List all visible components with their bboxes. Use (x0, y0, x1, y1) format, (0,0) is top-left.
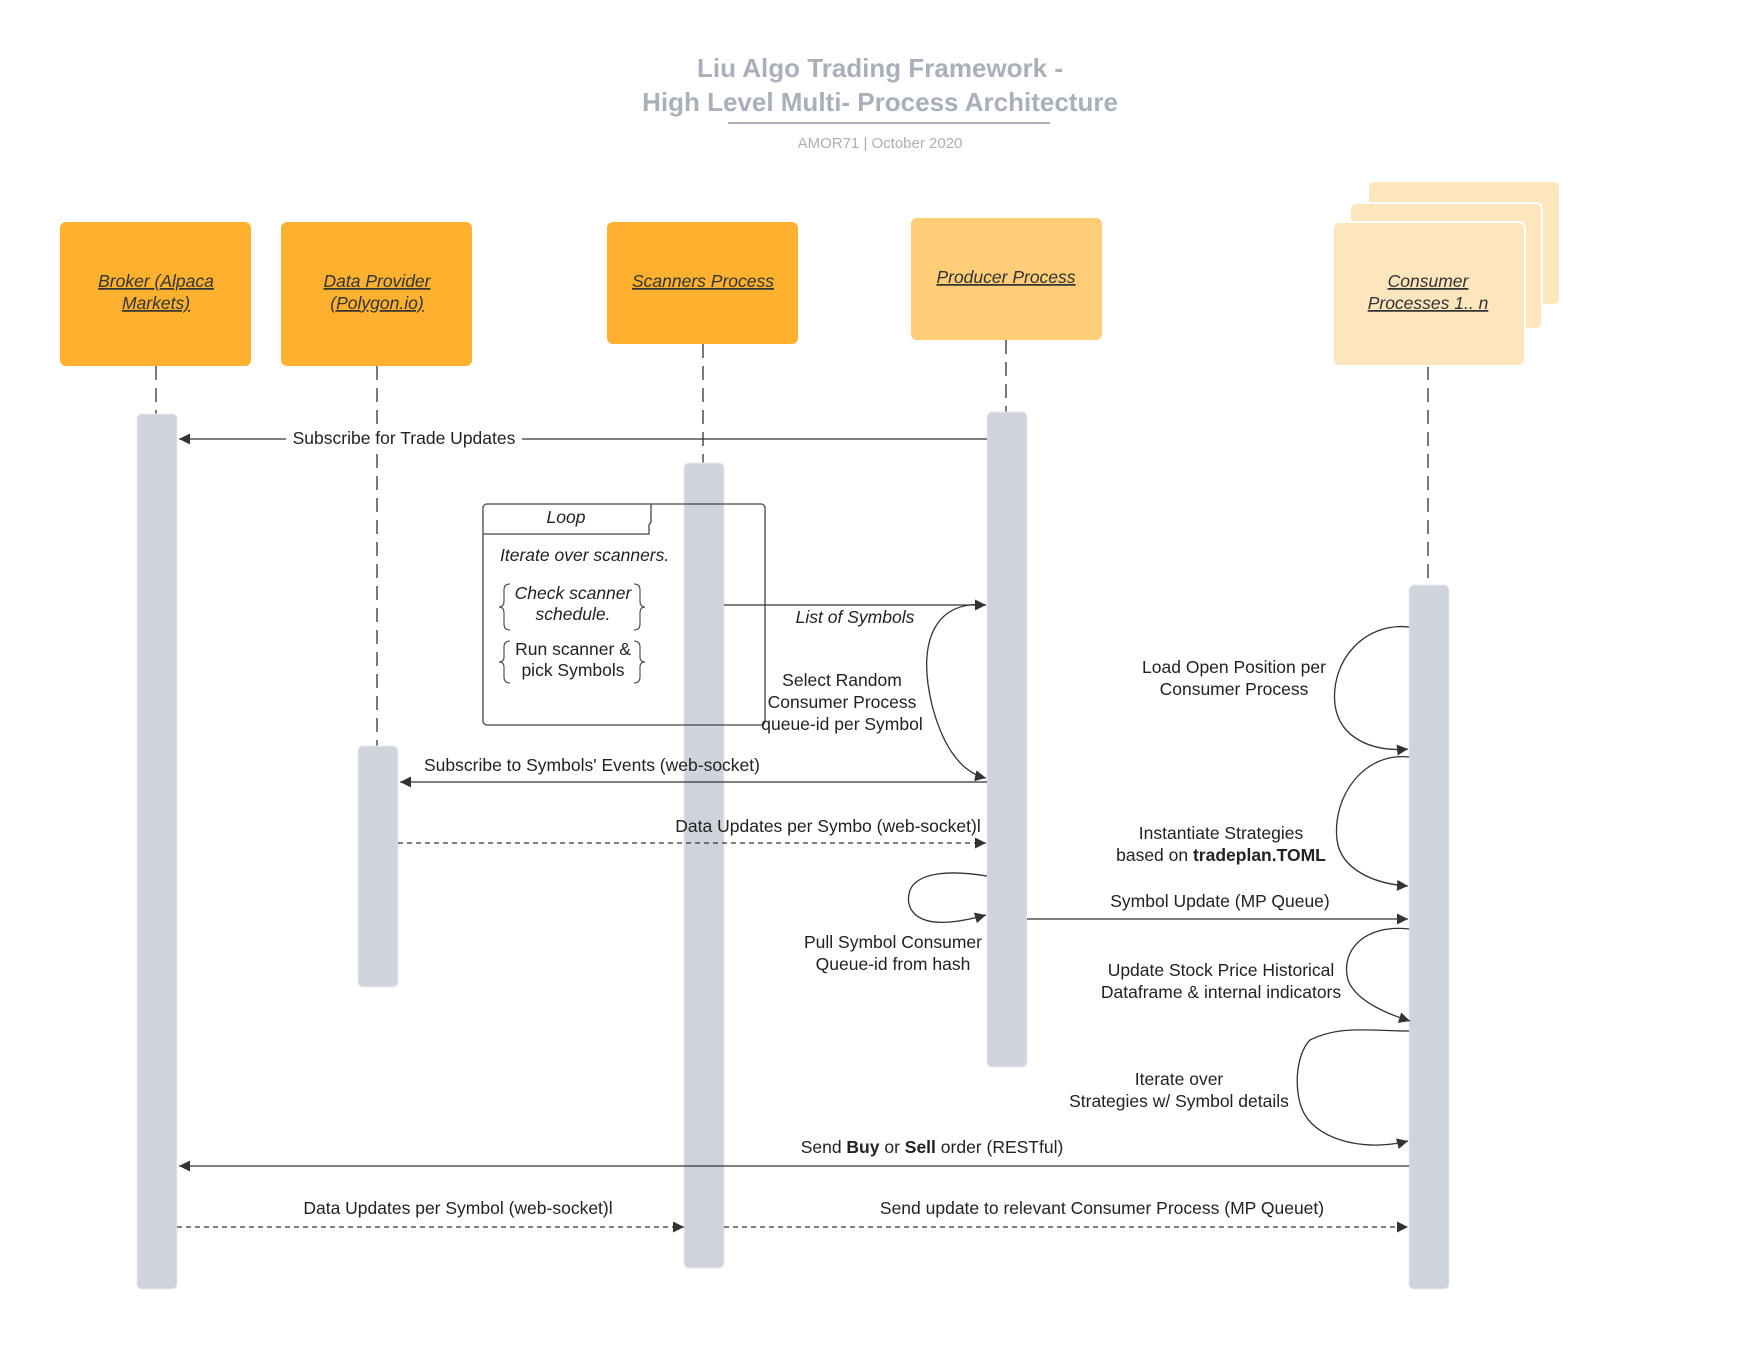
select-random-line1: Select Random (782, 670, 902, 690)
actor-producer: Producer Process (911, 218, 1102, 340)
message-iterate-strategies: Iterate over Strategies w/ Symbol detail… (1069, 1029, 1410, 1150)
subscribe-trade-updates-label: Subscribe for Trade Updates (293, 428, 516, 448)
brace-right-icon (633, 583, 646, 631)
brace-left-icon (498, 640, 511, 684)
loop-step2-line1: Run scanner & (515, 639, 631, 659)
loop-frame: Loop Iterate over scanners. Check scanne… (482, 503, 766, 726)
loop-step1-line2: schedule. (536, 604, 611, 624)
broker-activation-bar (136, 413, 178, 1290)
message-select-random-consumer: Select Random Consumer Process queue-id … (761, 603, 987, 782)
message-pull-symbol-queue-id: Pull Symbol Consumer Queue-id from hash (804, 872, 988, 974)
actor-producer-label: Producer Process (936, 267, 1075, 287)
diagram-title-line2: High Level Multi- Process Architecture (642, 87, 1118, 117)
send-order-label: Send Buy or Sell order (RESTful) (801, 1137, 1064, 1157)
brace-right-icon (633, 640, 646, 684)
send-update-consumer-label: Send update to relevant Consumer Process… (880, 1198, 1324, 1218)
instantiate-strategies-line2: based on tradeplan.TOML (1116, 845, 1326, 865)
message-send-update-consumer: Send update to relevant Consumer Process… (724, 1198, 1408, 1233)
diagram-title-line1: Liu Algo Trading Framework - (697, 53, 1063, 83)
actor-data-provider-label-line2: (Polygon.io) (330, 293, 423, 313)
pull-symbol-line1: Pull Symbol Consumer (804, 932, 982, 952)
iterate-strategies-line2: Strategies w/ Symbol details (1069, 1091, 1289, 1111)
actor-consumer-label-line1: Consumer (1388, 271, 1470, 291)
loop-description: Iterate over scanners. (500, 545, 669, 565)
message-send-order: Send Buy or Sell order (RESTful) (179, 1137, 1409, 1172)
actor-broker: Broker (Alpaca Markets) (60, 222, 251, 366)
subscribe-symbol-events-label: Subscribe to Symbols' Events (web-socket… (424, 755, 760, 775)
loop-label: Loop (547, 507, 586, 527)
data-provider-activation-bar (357, 745, 399, 988)
load-open-position-line1: Load Open Position per (1142, 657, 1326, 677)
update-stock-price-line2: Dataframe & internal indicators (1101, 982, 1341, 1002)
brace-left-icon (498, 583, 511, 631)
actor-scanners: Scanners Process (607, 222, 798, 344)
message-update-stock-price: Update Stock Price Historical Dataframe … (1101, 927, 1411, 1023)
actor-data-provider: Data Provider (Polygon.io) (281, 222, 472, 366)
message-load-open-position: Load Open Position per Consumer Process (1142, 625, 1410, 756)
activation-bars (136, 411, 1450, 1290)
actor-scanners-label: Scanners Process (632, 271, 774, 291)
actor-broker-label-line1: Broker (Alpaca (98, 271, 214, 291)
update-stock-price-line1: Update Stock Price Historical (1108, 960, 1335, 980)
data-updates-scanners-label: Data Updates per Symbol (web-socket)l (303, 1198, 612, 1218)
data-updates-producer-label: Data Updates per Symbo (web-socket)l (675, 816, 980, 836)
scanners-activation-bar (683, 462, 725, 1269)
message-subscribe-symbol-events: Subscribe to Symbols' Events (web-socket… (400, 755, 987, 788)
instantiate-strategies-line1: Instantiate Strategies (1139, 823, 1304, 843)
actor-consumer: Consumer Processes 1.. n (1332, 180, 1561, 367)
lifelines (155, 340, 1429, 746)
message-data-updates-scanners: Data Updates per Symbol (web-socket)l (177, 1198, 684, 1233)
loop-step1-line1: Check scanner (515, 583, 633, 603)
actor-consumer-label-line2: Processes 1.. n (1368, 293, 1489, 313)
consumer-activation-bar (1408, 584, 1450, 1290)
diagram-subtitle: AMOR71 | October 2020 (798, 135, 963, 152)
iterate-strategies-line1: Iterate over (1135, 1069, 1224, 1089)
actor-data-provider-label-line1: Data Provider (324, 271, 432, 291)
loop-step2-line2: pick Symbols (521, 660, 624, 680)
message-subscribe-trade-updates: Subscribe for Trade Updates (179, 427, 987, 449)
pull-symbol-line2: Queue-id from hash (816, 954, 971, 974)
list-of-symbols-label: List of Symbols (796, 607, 915, 627)
load-open-position-line2: Consumer Process (1160, 679, 1309, 699)
select-random-line3: queue-id per Symbol (761, 714, 922, 734)
actor-broker-label-line2: Markets) (122, 293, 190, 313)
message-list-of-symbols: List of Symbols (724, 599, 986, 627)
select-random-line2: Consumer Process (768, 692, 917, 712)
producer-activation-bar (986, 411, 1028, 1068)
message-instantiate-strategies: Instantiate Strategies based on tradepla… (1116, 756, 1410, 891)
symbol-update-label: Symbol Update (MP Queue) (1110, 891, 1330, 911)
message-symbol-update: Symbol Update (MP Queue) (1027, 891, 1408, 925)
message-data-updates-producer: Data Updates per Symbo (web-socket)l (398, 816, 986, 849)
